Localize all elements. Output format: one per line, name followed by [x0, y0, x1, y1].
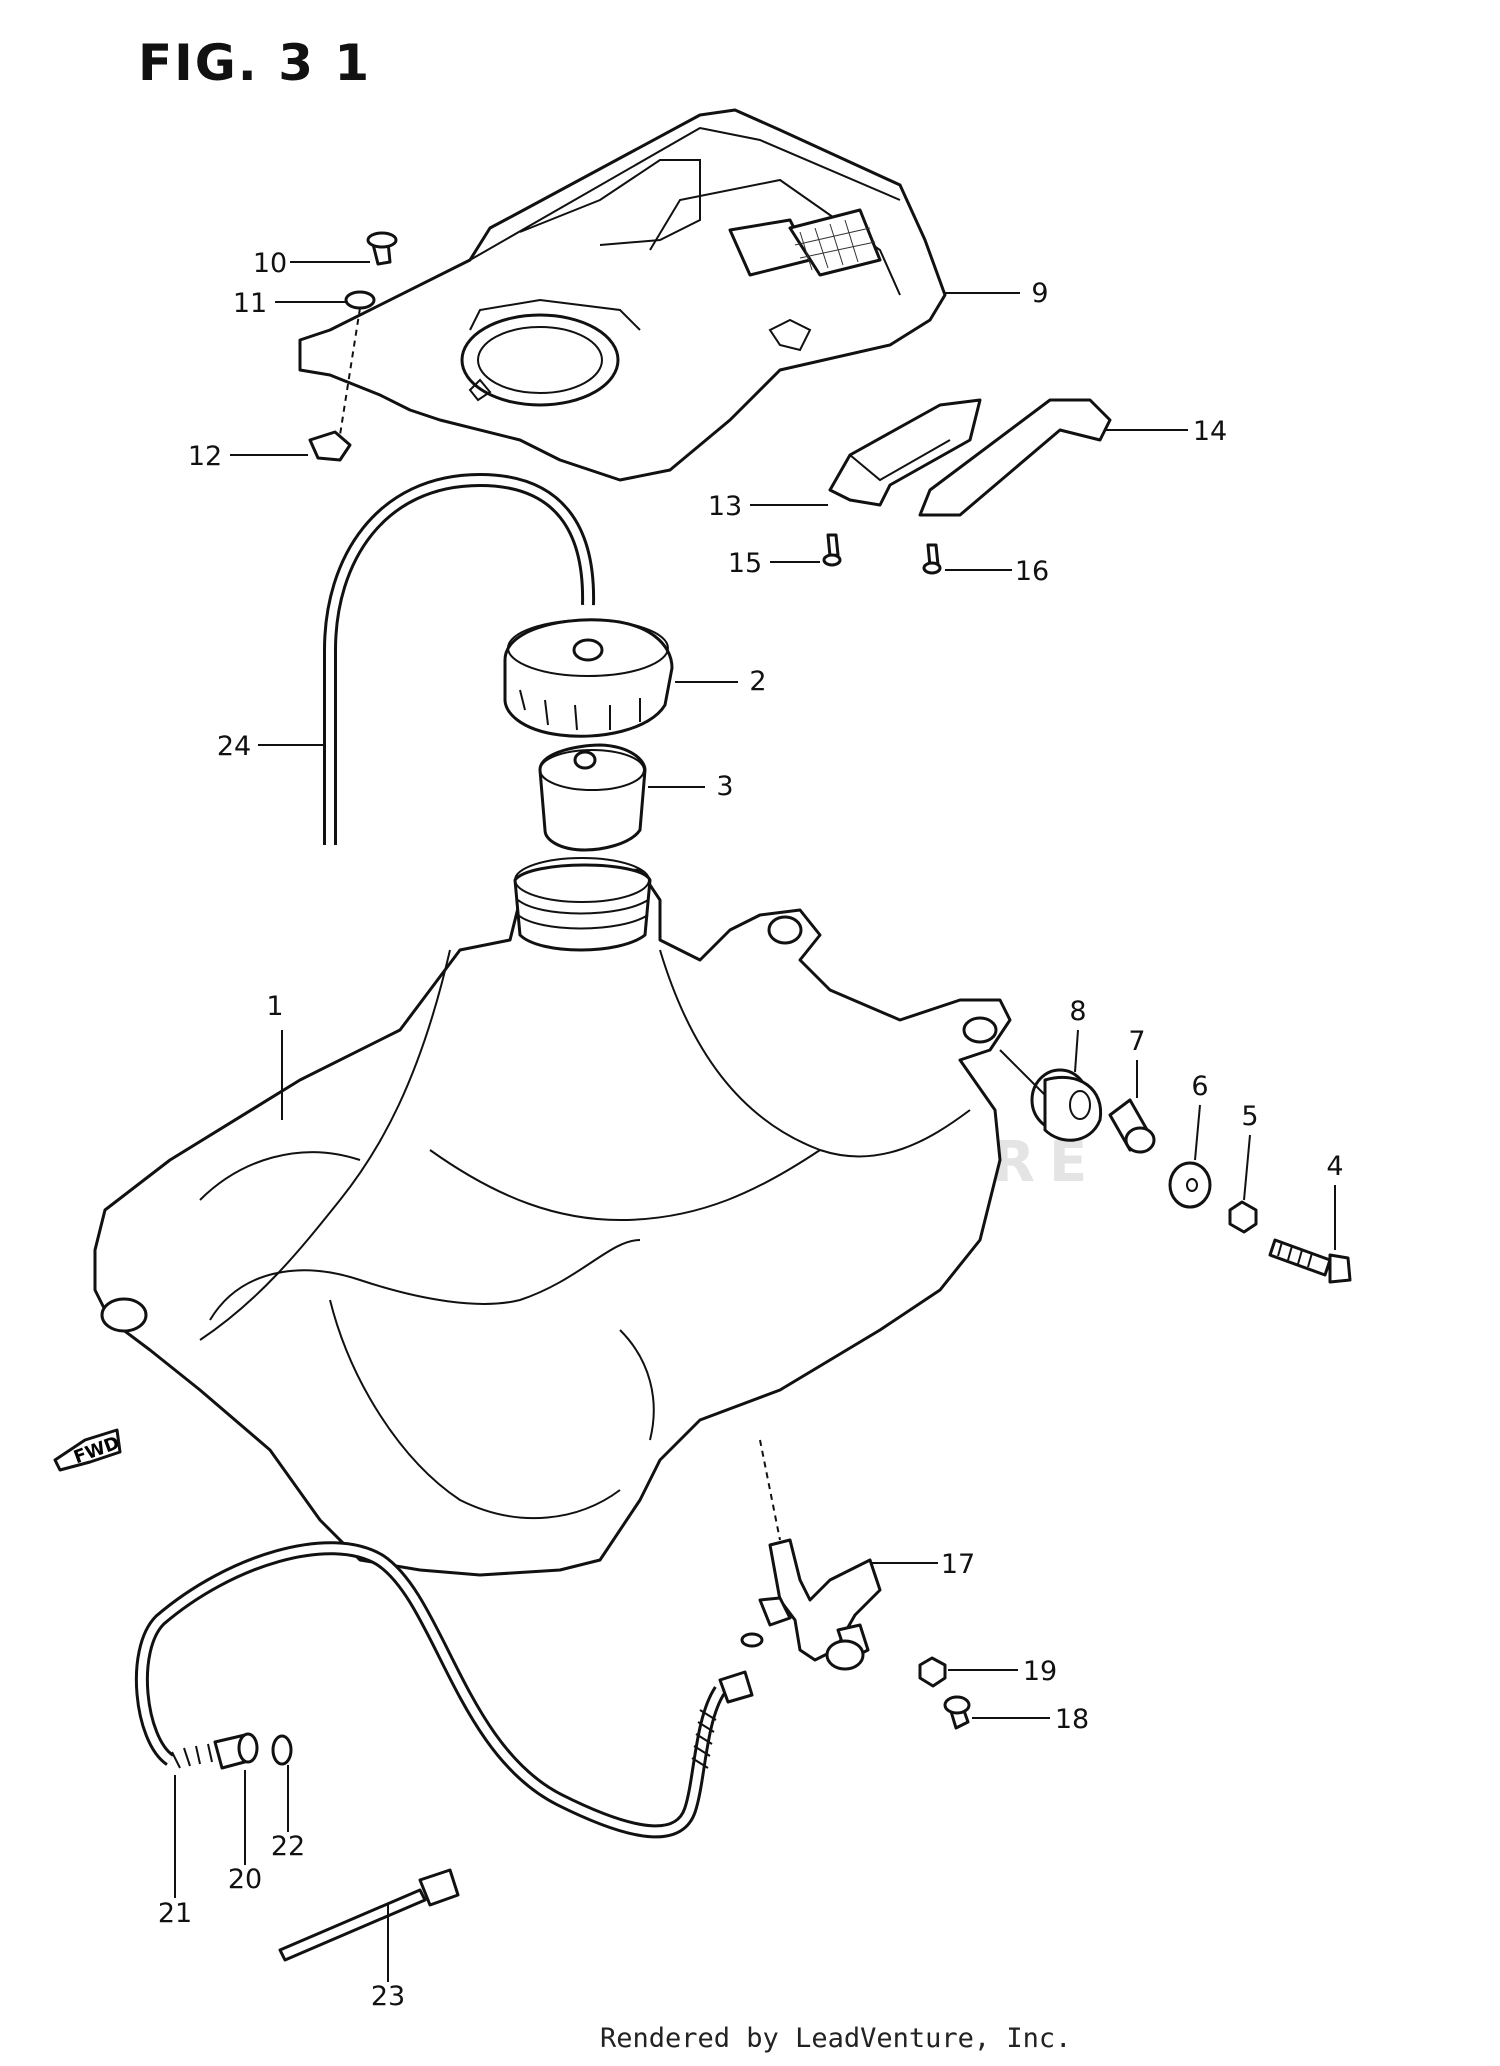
- part-17-fuel-cock[interactable]: [758, 1538, 882, 1671]
- callout-leader-6: [1194, 1104, 1201, 1161]
- callout-9[interactable]: 9: [945, 278, 1049, 309]
- part-16-bolt[interactable]: [922, 543, 942, 575]
- part-14-band[interactable]: [918, 398, 1112, 517]
- callout-label-6: 6: [1191, 1071, 1208, 1102]
- part-13-bracket[interactable]: [828, 398, 982, 507]
- callout-label-3: 3: [716, 771, 733, 802]
- part-12-nut-clip[interactable]: [308, 430, 352, 462]
- part-8-grommet[interactable]: [1030, 1068, 1103, 1142]
- callout-11[interactable]: 11: [233, 288, 346, 319]
- part-19-nut[interactable]: [918, 1656, 947, 1688]
- callout-label-23: 23: [371, 1981, 405, 2012]
- callout-10[interactable]: 10: [253, 248, 370, 279]
- callout-18[interactable]: 18: [972, 1704, 1089, 1735]
- part-7-collar[interactable]: [1108, 1098, 1156, 1154]
- callout-label-4: 4: [1326, 1151, 1343, 1182]
- callout-label-10: 10: [253, 248, 287, 279]
- callout-7[interactable]: 7: [1128, 1026, 1146, 1098]
- part-5-nut[interactable]: [1228, 1200, 1258, 1234]
- callout-3[interactable]: 3: [648, 771, 734, 802]
- callout-label-19: 19: [1023, 1656, 1057, 1687]
- callout-label-16: 16: [1015, 556, 1049, 587]
- callout-label-17: 17: [941, 1549, 975, 1580]
- callout-label-7: 7: [1128, 1026, 1145, 1057]
- callout-5[interactable]: 5: [1241, 1101, 1259, 1201]
- callout-14[interactable]: 14: [1105, 416, 1227, 447]
- forward-direction-arrow: FWD: [53, 1428, 122, 1472]
- callout-2[interactable]: 2: [675, 666, 767, 697]
- callout-label-8: 8: [1069, 996, 1086, 1027]
- callout-15[interactable]: 15: [728, 548, 820, 579]
- part-18-screw[interactable]: [943, 1695, 971, 1730]
- callout-label-1: 1: [266, 991, 283, 1022]
- callout-4[interactable]: 4: [1326, 1151, 1344, 1250]
- callout-17[interactable]: 17: [870, 1549, 975, 1580]
- part-23-cable-tie[interactable]: [278, 1868, 460, 1962]
- part-2-fuel-cap[interactable]: [503, 618, 674, 738]
- part-24-breather-hose[interactable]: [323, 473, 596, 845]
- part-22-clip[interactable]: [271, 1632, 764, 1766]
- footer-credit: Rendered by LeadVenture, Inc.: [600, 2023, 1072, 2054]
- callout-label-15: 15: [728, 548, 762, 579]
- part-9-tank-cover[interactable]: [298, 108, 947, 482]
- callout-leader-8: [1074, 1029, 1079, 1073]
- part-1-fuel-tank[interactable]: [93, 857, 1012, 1577]
- callout-12[interactable]: 12: [188, 441, 308, 472]
- callout-label-5: 5: [1241, 1101, 1258, 1132]
- callout-16[interactable]: 16: [945, 556, 1049, 587]
- callout-21[interactable]: 21: [158, 1775, 192, 1929]
- part-10-screw[interactable]: [366, 231, 398, 266]
- callout-label-13: 13: [708, 491, 742, 522]
- figure-title: FIG. 3 1: [138, 34, 372, 92]
- callout-label-22: 22: [271, 1831, 305, 1862]
- callout-label-20: 20: [228, 1864, 262, 1895]
- callout-19[interactable]: 19: [948, 1656, 1057, 1687]
- callout-label-11: 11: [233, 288, 267, 319]
- callout-label-12: 12: [188, 441, 222, 472]
- callout-24[interactable]: 24: [217, 731, 325, 762]
- callout-leader-5: [1243, 1134, 1251, 1201]
- callout-label-24: 24: [217, 731, 251, 762]
- callout-label-21: 21: [158, 1898, 192, 1929]
- part-4-bolt[interactable]: [1268, 1238, 1352, 1284]
- callout-20[interactable]: 20: [228, 1770, 262, 1895]
- part-21-fuel-hose[interactable]: [134, 1541, 727, 1839]
- part-20-hose-end[interactable]: [213, 1670, 754, 1770]
- callout-23[interactable]: 23: [371, 1905, 405, 2012]
- callout-8[interactable]: 8: [1069, 996, 1087, 1073]
- callout-6[interactable]: 6: [1191, 1071, 1209, 1161]
- callout-label-9: 9: [1031, 278, 1048, 309]
- callout-22[interactable]: 22: [271, 1765, 305, 1862]
- part-6-washer[interactable]: [1168, 1161, 1212, 1209]
- callout-label-14: 14: [1193, 416, 1227, 447]
- part-11-washer[interactable]: [344, 290, 376, 310]
- callout-label-18: 18: [1055, 1704, 1089, 1735]
- part-15-bolt[interactable]: [822, 533, 842, 567]
- callout-label-2: 2: [749, 666, 766, 697]
- callout-1[interactable]: 1: [266, 991, 284, 1120]
- callout-13[interactable]: 13: [708, 491, 828, 522]
- part-3-cap-gasket[interactable]: [538, 743, 647, 852]
